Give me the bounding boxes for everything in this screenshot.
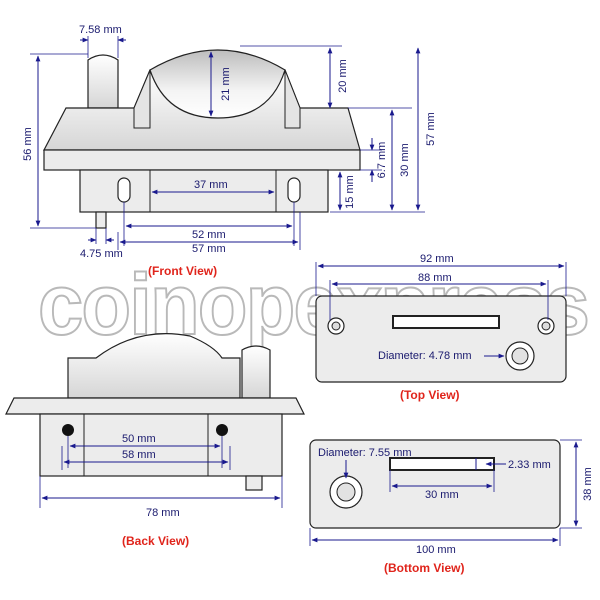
back-view-caption: (Back View) (122, 534, 189, 548)
dim-bottom-width: 100 mm (416, 544, 456, 556)
bottom-view: Diameter: 7.55 mm 2.33 mm 30 mm 38 mm 10… (309, 439, 594, 575)
back-hole-right (216, 424, 228, 436)
front-slot-right (287, 177, 301, 203)
dim-back-hole-spacing: 50 mm (122, 433, 156, 445)
dim-inner-width: 52 mm (192, 229, 226, 241)
dim-bottom-slot-length: 30 mm (425, 489, 459, 501)
bottom-view-caption: (Bottom View) (384, 561, 464, 575)
dim-right-height: 57 mm (425, 112, 437, 146)
dim-top-hole-spacing: 88 mm (418, 272, 452, 284)
dim-bottom-slot-width: 2.33 mm (508, 459, 551, 471)
top-slot (392, 315, 500, 329)
dim-bottom-height: 38 mm (582, 467, 594, 501)
dim-outer-width: 57 mm (192, 243, 226, 255)
front-slot-left (117, 177, 131, 203)
bottom-slot (389, 457, 495, 471)
back-hole-left (62, 424, 74, 436)
front-view-caption: (Front View) (148, 264, 217, 278)
back-pin (245, 475, 263, 491)
front-view: 7.58 mm 21 mm 20 mm 56 mm 57 mm 6.7 mm 3… (22, 24, 437, 278)
back-base (39, 413, 283, 477)
dim-mid-height: 30 mm (399, 143, 411, 177)
dim-back-inner-width: 58 mm (122, 449, 156, 461)
top-view-caption: (Top View) (400, 388, 460, 402)
front-flange (43, 149, 361, 171)
top-view: 92 mm 88 mm Diameter: 4.78 mm (Top View) (315, 253, 567, 402)
bowl-side-right (284, 69, 301, 129)
dim-base-height: 15 mm (344, 175, 356, 209)
dim-slot-spacing: 37 mm (194, 179, 228, 191)
dim-left-height: 56 mm (22, 127, 34, 161)
dim-flange-height: 6.7 mm (376, 142, 388, 179)
dim-top-outer-width: 92 mm (420, 253, 454, 265)
dim-pin-width: 4.75 mm (80, 248, 123, 260)
top-plate (315, 295, 567, 383)
front-pin (95, 211, 107, 229)
back-flange (5, 397, 305, 415)
back-shaft (241, 345, 271, 399)
back-upper-body (67, 333, 241, 399)
coin-bowl (149, 49, 286, 119)
dim-back-total-width: 78 mm (146, 507, 180, 519)
dim-bottom-diameter: Diameter: 7.55 mm (318, 447, 412, 459)
dim-top-diameter: Diameter: 4.78 mm (378, 350, 472, 362)
dim-top-height: 20 mm (337, 59, 349, 93)
dim-bowl-depth: 21 mm (220, 67, 232, 101)
bowl-side-left (133, 69, 151, 129)
back-view: 50 mm 58 mm 78 mm (Back View) (5, 333, 305, 548)
dim-shaft-width: 7.58 mm (79, 24, 122, 36)
front-shaft (87, 54, 119, 109)
